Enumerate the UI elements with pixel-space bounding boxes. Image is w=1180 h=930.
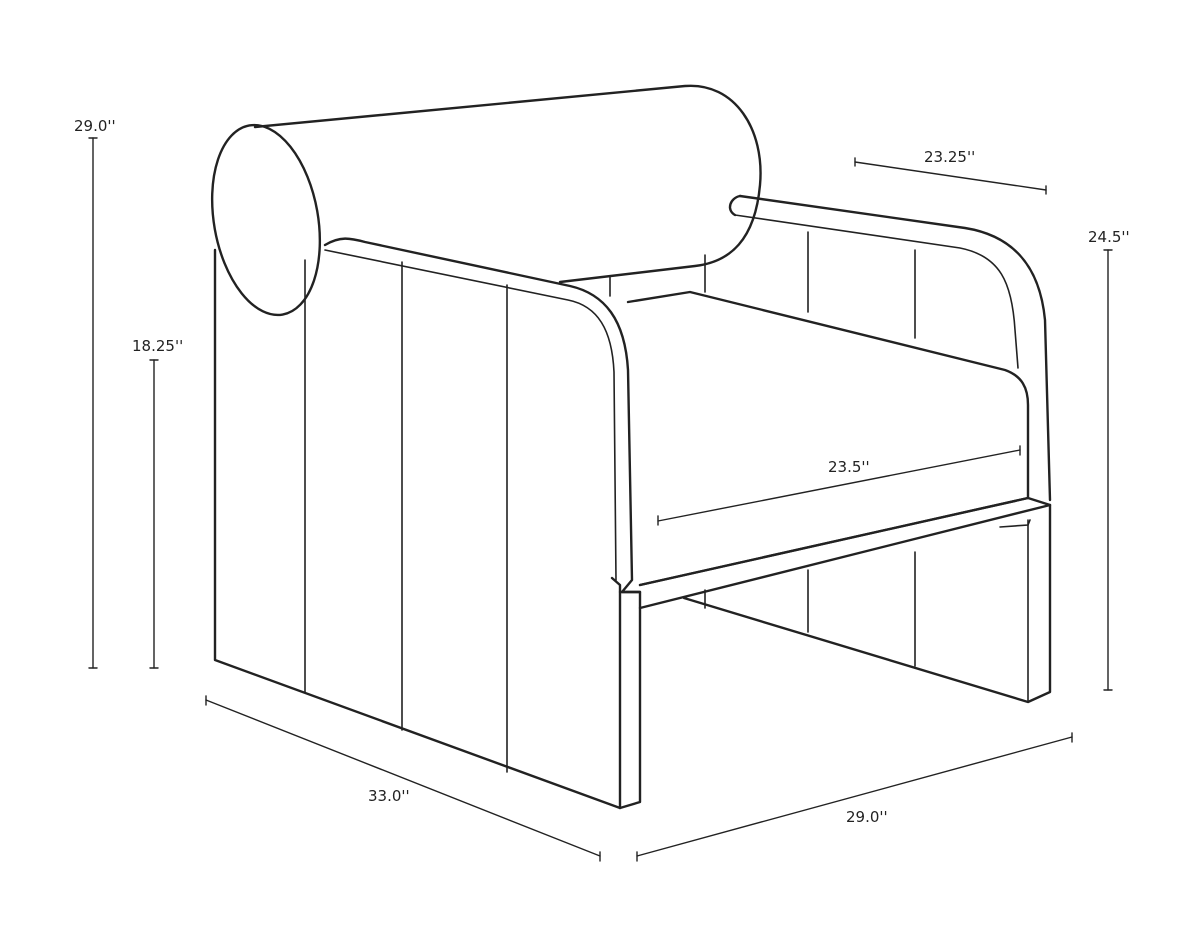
overall-width-line: [205, 699, 601, 857]
overall-depth-line: [636, 736, 1073, 857]
inner-depth-label: 23.25'': [924, 148, 975, 166]
front-leg: [618, 590, 642, 810]
seat-base-front: [638, 496, 1052, 610]
overall-height-label: 29.0'': [74, 117, 116, 135]
seat-height-label: 18.25'': [132, 337, 183, 355]
bolster-body: [253, 84, 762, 284]
dimension-lines: [88, 137, 1113, 862]
seat-width-line: [657, 449, 1021, 522]
right-arm-inner: [734, 214, 1019, 369]
inner-depth-line: [854, 161, 1047, 191]
left-arm-inner: [324, 249, 617, 581]
arm-height-label: 24.5'': [1088, 228, 1130, 246]
seat-width-label: 23.5'': [828, 458, 870, 476]
left-side-panel: [213, 248, 622, 810]
overall-width-label: 33.0'': [368, 787, 410, 805]
seat-cushion: [626, 290, 1030, 587]
left-arm-top: [323, 237, 642, 594]
seat-base-lower: [999, 519, 1031, 528]
right-arm-top: [738, 194, 1052, 502]
dimension-labels: 29.0'' 18.25'' 24.5'' 23.25'' 23.5'' 33.…: [74, 117, 1130, 826]
right-side-panel: [682, 503, 1052, 704]
bolster-end-cap: [210, 123, 322, 317]
lounge-chair-drawing: [210, 84, 1052, 810]
overall-depth-label: 29.0'': [846, 808, 888, 826]
right-arm-front-cap: [728, 194, 742, 217]
